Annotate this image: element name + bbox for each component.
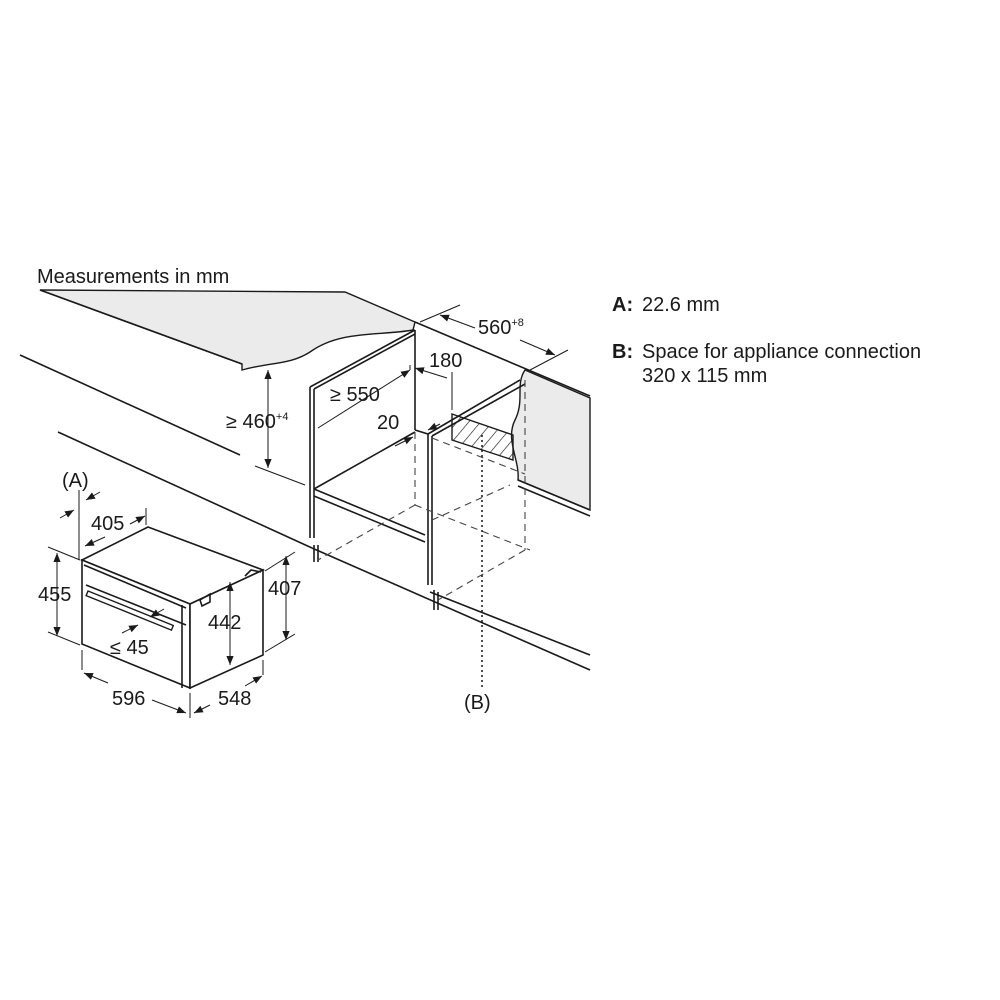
label-b: (B) [464, 692, 491, 714]
dim-handle-45: ≤ 45 [110, 637, 149, 659]
label-a: (A) [62, 470, 89, 492]
cabinet-niche [309, 329, 531, 610]
dim-407: 407 [268, 578, 301, 600]
dim-550: ≥ 550 [330, 384, 380, 406]
dim-455: 455 [38, 584, 71, 606]
legend-a-text: 22.6 mm [642, 294, 720, 316]
dim-560: 560+8 [478, 317, 524, 339]
dim-442: 442 [208, 612, 241, 634]
dim-460: ≥ 460+4 [226, 411, 288, 433]
legend-b-key: B: [612, 341, 633, 363]
diagram-title: Measurements in mm [37, 266, 229, 288]
legend: A: 22.6 mm B: Space for appliance connec… [612, 294, 921, 387]
dim-596: 596 [112, 688, 145, 710]
dim-180: 180 [429, 350, 462, 372]
dim-20: 20 [377, 412, 399, 434]
dim-405: 405 [91, 513, 124, 535]
legend-a-key: A: [612, 294, 633, 316]
dimension-lines [47, 304, 569, 718]
legend-b-text-1: Space for appliance connection [642, 341, 921, 363]
countertop-left [39, 289, 416, 371]
floor-lines [19, 354, 591, 671]
oven-appliance [80, 526, 266, 690]
legend-b-text-2: 320 x 115 mm [642, 365, 767, 387]
dim-548: 548 [218, 688, 251, 710]
